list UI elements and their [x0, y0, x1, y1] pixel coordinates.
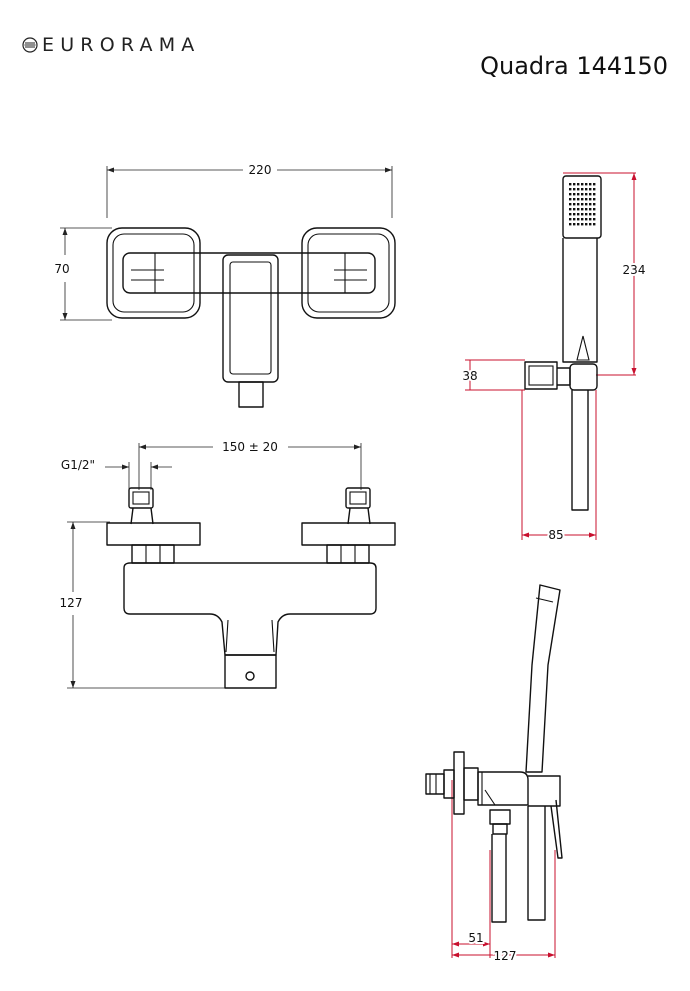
spray-nozzle — [593, 188, 596, 191]
dim-holder-depth: 38 — [462, 369, 477, 383]
spray-nozzle — [569, 193, 572, 196]
spray-nozzle — [585, 203, 588, 206]
spray-nozzle — [589, 183, 592, 186]
spray-nozzle — [573, 208, 576, 211]
spray-nozzle — [593, 203, 596, 206]
spray-nozzle — [589, 213, 592, 216]
spray-nozzle — [585, 183, 588, 186]
spray-nozzle — [593, 213, 596, 216]
spray-nozzle — [577, 213, 580, 216]
spray-nozzle — [569, 183, 572, 186]
spray-nozzle — [593, 223, 596, 226]
spray-nozzle — [577, 203, 580, 206]
spray-nozzle — [593, 198, 596, 201]
spray-nozzle — [585, 193, 588, 196]
spray-nozzle — [589, 193, 592, 196]
spray-nozzle — [581, 198, 584, 201]
dim-front-height: 127 — [60, 596, 83, 610]
spray-nozzle — [581, 188, 584, 191]
spray-nozzle — [585, 208, 588, 211]
brand-logo-icon — [22, 37, 38, 53]
spray-nozzle — [589, 208, 592, 211]
spray-nozzle — [569, 203, 572, 206]
spray-nozzle — [569, 198, 572, 201]
front-view: 150 ± 20 G1/2" 127 — [60, 440, 396, 689]
spray-nozzle — [589, 223, 592, 226]
spray-nozzle — [593, 218, 596, 221]
spray-nozzle — [585, 213, 588, 216]
dim-shower-length: 234 — [623, 263, 646, 277]
spray-nozzle — [573, 213, 576, 216]
spray-nozzle — [577, 188, 580, 191]
spray-nozzle — [589, 203, 592, 206]
dim-top-height: 70 — [54, 262, 69, 276]
spray-nozzle — [577, 218, 580, 221]
spray-nozzle — [577, 193, 580, 196]
dim-thread: G1/2" — [61, 458, 95, 472]
dim-inlet-spacing: 150 ± 20 — [222, 440, 278, 454]
spray-nozzle — [581, 213, 584, 216]
spray-nozzle — [581, 208, 584, 211]
spray-nozzle — [569, 213, 572, 216]
spray-nozzle — [589, 218, 592, 221]
spray-nozzle — [569, 218, 572, 221]
brand-name: EURORAMA — [42, 34, 201, 56]
spray-nozzle — [593, 193, 596, 196]
spray-nozzle — [569, 223, 572, 226]
spray-nozzle — [581, 218, 584, 221]
spray-nozzle — [581, 183, 584, 186]
dim-side-depth: 127 — [494, 949, 517, 963]
spray-nozzle — [585, 198, 588, 201]
dim-side-offset: 51 — [468, 931, 483, 945]
side-view-shower: 234 38 85 — [460, 172, 647, 544]
spray-nozzle — [573, 223, 576, 226]
spray-nozzle — [585, 223, 588, 226]
spray-nozzle — [589, 188, 592, 191]
dim-holder-width: 85 — [548, 528, 563, 542]
spray-nozzle — [585, 218, 588, 221]
spray-nozzle — [569, 188, 572, 191]
spray-nozzle — [573, 218, 576, 221]
spray-nozzle — [577, 198, 580, 201]
spray-nozzle — [593, 183, 596, 186]
spray-nozzle — [573, 183, 576, 186]
top-view: 220 70 — [54, 163, 396, 408]
spray-nozzle — [593, 208, 596, 211]
spray-nozzle — [581, 223, 584, 226]
spray-nozzle — [585, 188, 588, 191]
spray-nozzle — [577, 208, 580, 211]
brand-logo: EURORAMA — [22, 33, 201, 57]
spray-nozzle-grid — [569, 183, 596, 226]
spray-nozzle — [573, 193, 576, 196]
spray-nozzle — [573, 198, 576, 201]
spray-nozzle — [569, 208, 572, 211]
product-title: Quadra 144150 — [480, 52, 668, 80]
spray-nozzle — [577, 183, 580, 186]
spray-nozzle — [573, 188, 576, 191]
spray-nozzle — [577, 223, 580, 226]
spray-nozzle — [581, 193, 584, 196]
side-view-mixer: 51 127 — [425, 584, 563, 965]
spray-nozzle — [581, 203, 584, 206]
dim-top-width: 220 — [249, 163, 272, 177]
spray-nozzle — [589, 198, 592, 201]
spray-nozzle — [573, 203, 576, 206]
